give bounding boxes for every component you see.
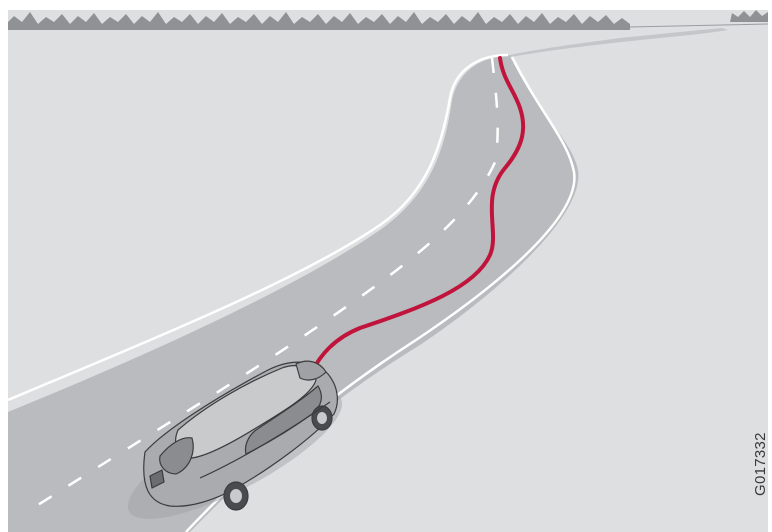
figure-code: G017332 xyxy=(752,432,769,496)
